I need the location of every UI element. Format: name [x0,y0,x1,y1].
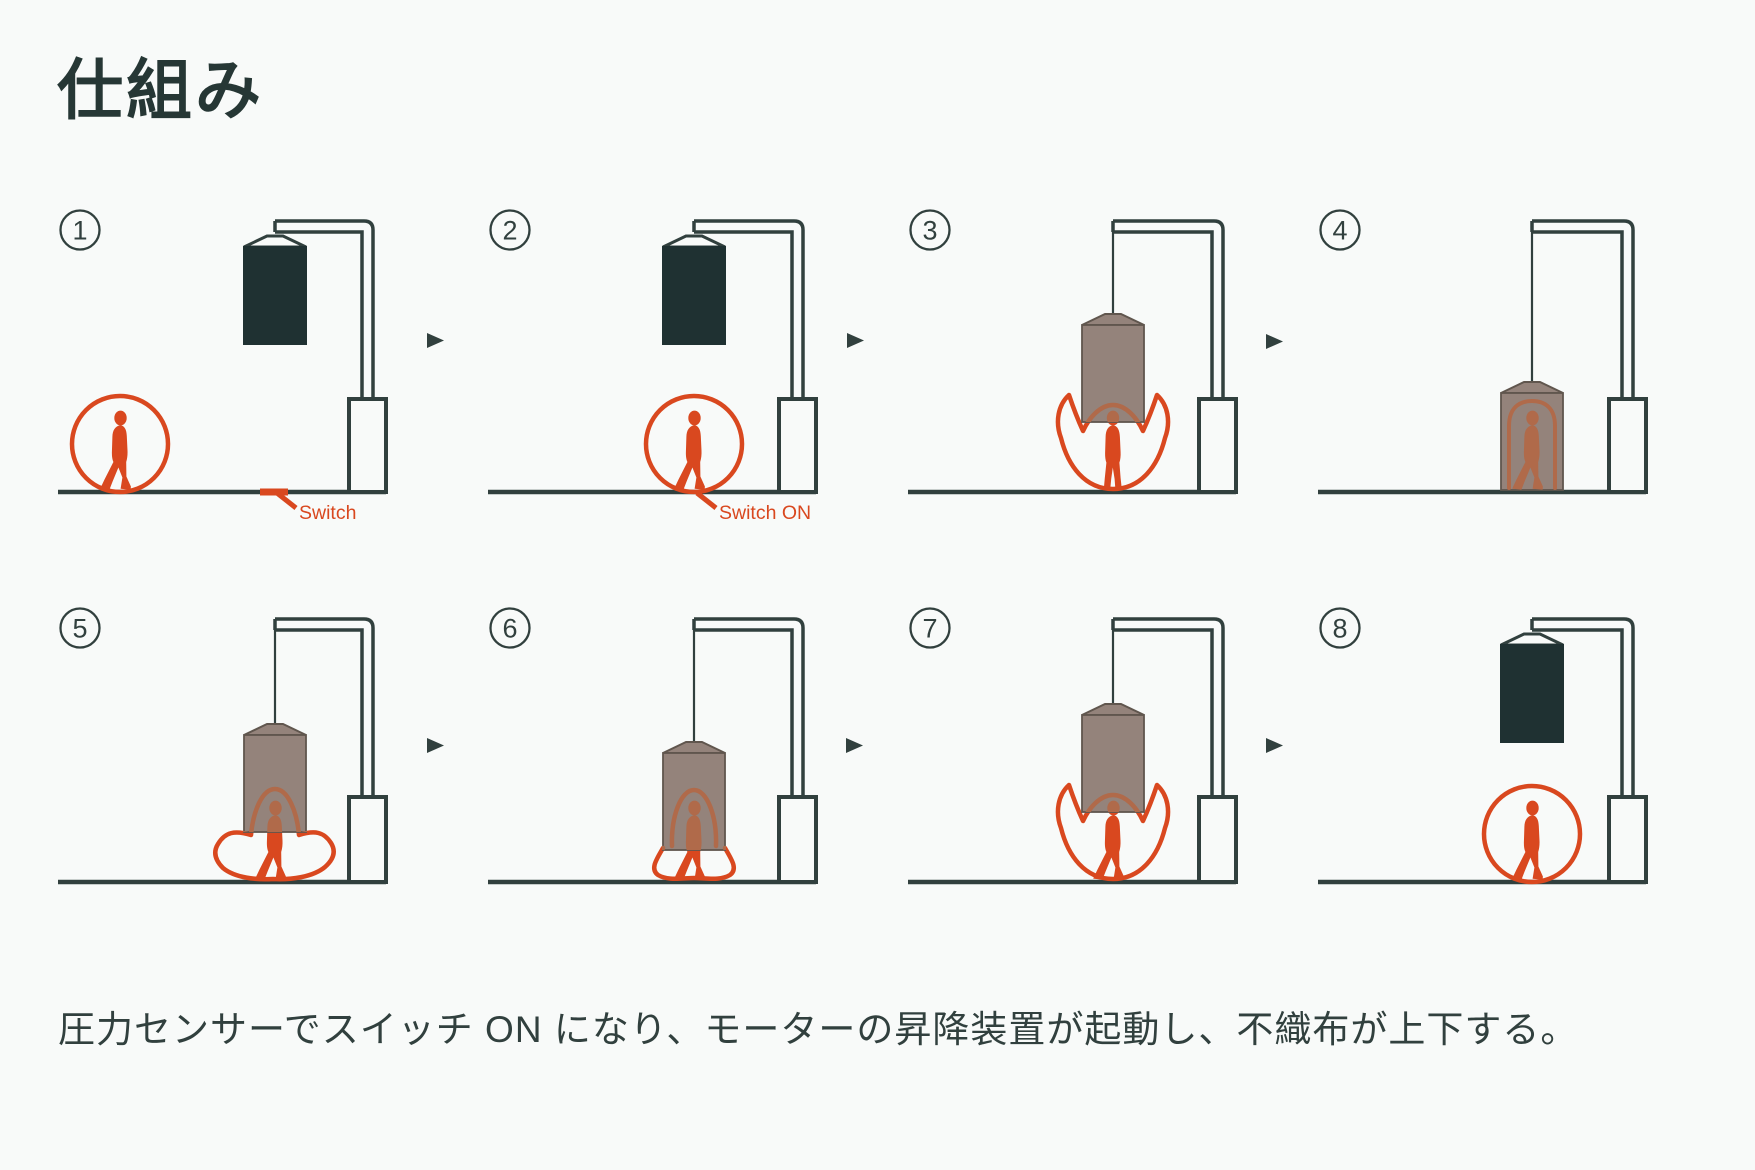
pole-pedestal [1197,795,1238,884]
step-panel-7: 7 [890,588,1310,933]
step-arrow-icon [427,738,445,754]
pole-pedestal [347,397,388,494]
fabric-hanger-top [243,234,307,249]
step-arrow-icon [1266,738,1284,754]
fabric-body [1081,324,1145,423]
lifting-pole [1111,617,1238,884]
lifting-pole [273,617,388,884]
fabric-hanger-top [243,723,307,736]
fabric-hanger-top [1081,313,1145,326]
person-figure [1106,410,1120,422]
step-number: 3 [922,216,937,246]
caption-text: 圧力センサーでスイッチ ON になり、モーターの昇降装置が起動し、不織布が上下す… [58,1009,1579,1050]
person-figure [267,800,283,832]
step-number: 8 [1332,614,1347,644]
step-panel-8: 8 [1300,588,1720,933]
nonwoven-fabric [1081,630,1145,813]
nonwoven-fabric [1081,232,1145,423]
nonwoven-fabric [1500,632,1564,743]
step-number-badge: 5 [59,607,101,649]
fabric-body [1500,644,1564,743]
switch-label: Switch [299,502,356,524]
step-number-badge: 1 [59,209,101,251]
pole-pedestal [777,397,818,494]
nonwoven-fabric [662,234,726,345]
step-4-drawing: 4 [1318,209,1648,495]
fabric-hanger-top [1500,632,1564,647]
lifting-pole [692,617,818,884]
person-figure [100,410,131,490]
step-8-drawing: 8 [1318,607,1648,885]
switch-callout: Switch [275,491,356,524]
pole-pedestal [1607,397,1648,494]
step-panel-3: 3 [890,190,1310,535]
seen-through-fabric [662,787,726,850]
fabric-body [1081,714,1145,813]
step-6-drawing: 6 [488,607,818,885]
fabric-hanger-top [1500,381,1564,394]
step-number-badge: 6 [489,607,531,649]
pole-pedestal [347,795,388,884]
person-figure [685,800,702,850]
detection-circle [69,393,171,495]
step-arrow-icon [427,333,445,349]
seen-through-fabric [1507,399,1557,490]
step-number: 4 [1332,216,1347,246]
detection-circle [643,393,745,495]
lifting-pole [1530,617,1648,884]
person-figure [1512,410,1543,490]
lifting-pole [1111,219,1238,494]
fabric-hanger-top [662,741,726,754]
fabric-hanger-top [662,234,726,249]
step-number-badge: 4 [1319,209,1361,251]
pole-pedestal [1197,397,1238,494]
step-panel-5: 5 [40,588,460,933]
step-number: 2 [502,216,517,246]
fabric-body [662,246,726,345]
deformed-circle [243,786,307,832]
person-figure [674,410,705,490]
step-number: 1 [72,216,87,246]
fabric-body [243,246,307,345]
step-arrow-icon [846,738,864,754]
seen-through-fabric [243,786,307,832]
pole-pedestal [1607,795,1648,884]
step-arrow-icon [847,333,865,349]
deformed-circle [1081,792,1145,812]
step-number-badge: 8 [1319,607,1361,649]
step-panel-4: 4 [1300,190,1720,535]
step-7-drawing: 7 [908,607,1238,885]
pole-pedestal [777,795,818,884]
step-panel-6: 6 [470,588,890,933]
page-title: 仕組み [57,53,264,127]
fabric-hanger-top [1081,703,1145,716]
deformed-circle [1081,402,1145,422]
deformed-circle [1507,399,1557,490]
lifting-pole [1530,219,1648,494]
step-number-badge: 3 [909,209,951,251]
switch-callout: Switch ON [695,491,811,524]
step-number: 6 [502,614,517,644]
switch-label: Switch ON [719,502,811,524]
step-number-badge: 2 [489,209,531,251]
detection-circle [1481,783,1583,885]
step-3-drawing: 3 [908,209,1238,495]
person-figure [1512,800,1543,880]
deformed-circle [662,787,726,850]
step-arrow-icon [1266,334,1284,350]
seen-through-fabric [1081,402,1145,422]
step-number-badge: 7 [909,607,951,649]
step-number: 7 [922,614,937,644]
lifting-pole [692,219,818,494]
step-number: 5 [72,614,87,644]
lifting-pole [273,219,388,494]
nonwoven-fabric [243,234,307,345]
person-figure [1107,800,1120,812]
seen-through-fabric [1081,792,1145,812]
step-5-drawing: 5 [58,607,388,885]
